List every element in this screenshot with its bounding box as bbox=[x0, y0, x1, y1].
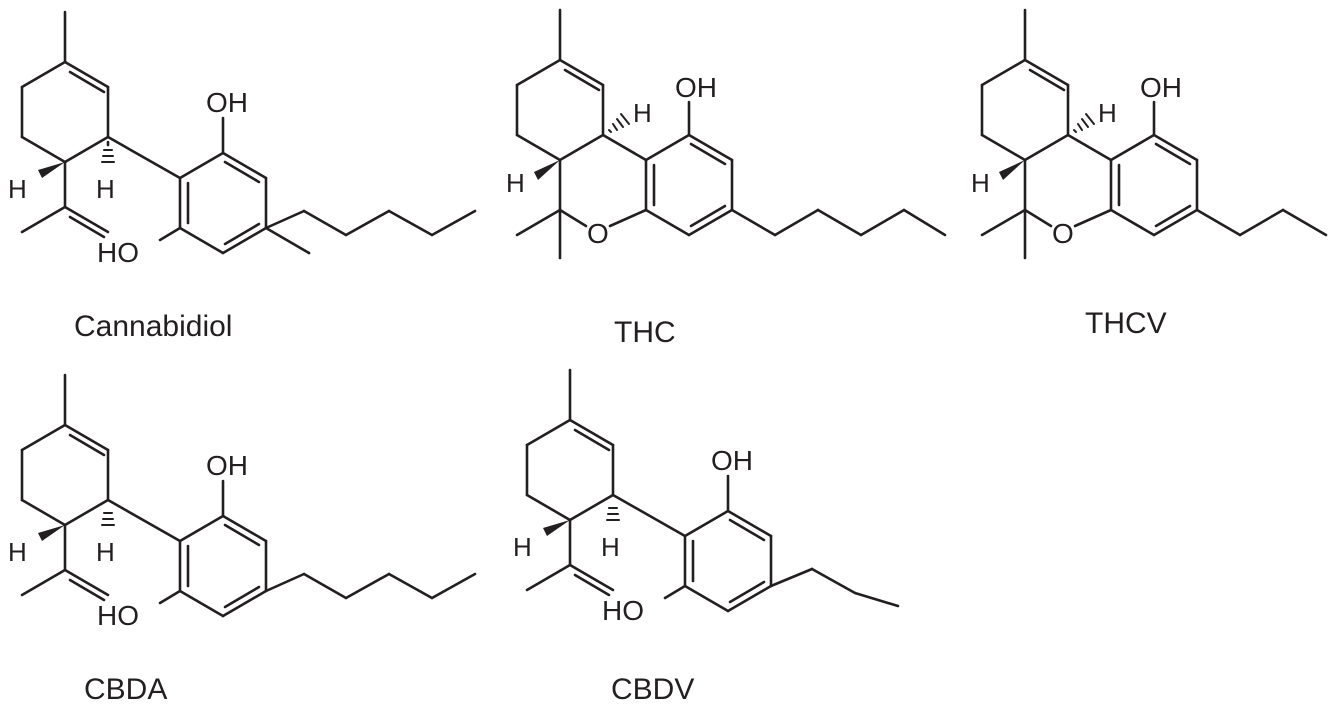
cbdv-bonds bbox=[525, 368, 900, 613]
cannabidiol-oh-bottom: HO bbox=[97, 237, 139, 268]
cbda-oh-top: OH bbox=[206, 450, 248, 481]
cbdv-oh-top: OH bbox=[711, 445, 753, 476]
molecule-cbdv: OH HO H H bbox=[513, 368, 900, 626]
cannabidiol-h-left: H bbox=[8, 174, 27, 204]
molecule-thc: OH O H H bbox=[506, 8, 947, 260]
thc-bonds bbox=[515, 8, 947, 260]
cbda-bonds bbox=[20, 373, 477, 618]
thcv-oh-top: OH bbox=[1140, 72, 1182, 103]
thcv-h-left: H bbox=[971, 168, 990, 198]
cannabidiol-bonds bbox=[20, 10, 477, 255]
cbda-oh-bottom: HO bbox=[97, 600, 139, 631]
cbda-h-right: H bbox=[96, 537, 115, 567]
thc-ring-o: O bbox=[587, 218, 609, 249]
label-cbda: CBDA bbox=[84, 673, 168, 706]
label-cannabidiol: Cannabidiol bbox=[74, 310, 233, 343]
molecule-cbda: OH HO H H bbox=[8, 373, 477, 631]
thcv-ring-o: O bbox=[1052, 218, 1074, 249]
molecule-thcv: OH O H H bbox=[971, 8, 1328, 260]
cannabidiol-h-right: H bbox=[96, 174, 115, 204]
cbdv-h-right: H bbox=[601, 532, 620, 562]
cannabidiol-oh-top: OH bbox=[206, 87, 248, 118]
label-thcv: THCV bbox=[1085, 307, 1167, 340]
cbda-h-left: H bbox=[8, 537, 27, 567]
molecule-cannabidiol: OH HO H H bbox=[8, 10, 477, 268]
thcv-bonds bbox=[980, 8, 1328, 260]
thc-h-right: H bbox=[633, 98, 652, 128]
cbdv-oh-bottom: HO bbox=[602, 595, 644, 626]
label-thc: THC bbox=[614, 316, 676, 349]
thcv-h-right: H bbox=[1098, 98, 1117, 128]
thc-oh-top: OH bbox=[675, 72, 717, 103]
thc-h-left: H bbox=[506, 168, 525, 198]
cbdv-h-left: H bbox=[513, 532, 532, 562]
label-cbdv: CBDV bbox=[611, 673, 695, 706]
